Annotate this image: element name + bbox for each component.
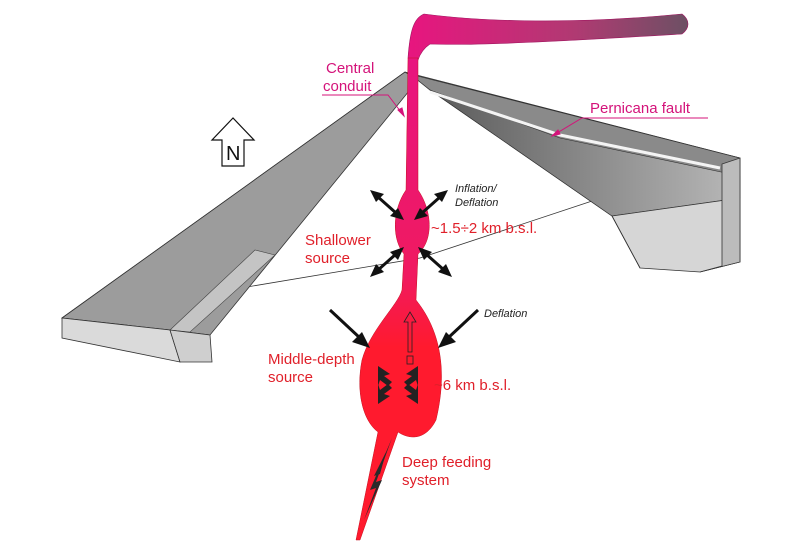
middle-source-label-line1: Middle-depth [268, 351, 355, 368]
middle-source-label-line2: source [268, 369, 313, 386]
pernicana-fault-label: Pernicana fault [590, 100, 691, 117]
double-headed-arrow-icon [370, 190, 404, 220]
shallow-depth-label: ~1.5÷2 km b.s.l. [431, 220, 537, 237]
left-flank-block [60, 71, 419, 363]
deep-feeding-label-line1: Deep feeding [402, 454, 491, 471]
deep-feeding-label-line2: system [402, 472, 450, 489]
north-label: N [226, 143, 240, 165]
shallower-source-label-line2: source [305, 250, 350, 267]
central-conduit-label-line1: Central [326, 60, 374, 77]
inner-compression-arrows [378, 366, 418, 404]
inward-arrow-icon [328, 308, 370, 348]
middle-depth-label: ~6 km b.s.l. [434, 377, 511, 394]
double-headed-arrow-icon [414, 190, 448, 220]
leader-lines [322, 94, 708, 137]
inflation-label-line1: Inflation/ [455, 183, 498, 195]
central-conduit-label-line2: conduit [323, 78, 372, 95]
double-headed-arrow-icon [370, 247, 404, 277]
central-conduit [355, 57, 442, 541]
shallower-source-label-line1: Shallower [305, 232, 371, 249]
right-flank-block [409, 73, 741, 273]
deflation-label: Deflation [484, 308, 527, 320]
north-arrow-icon: N [210, 117, 256, 167]
double-headed-arrow-icon [418, 247, 452, 277]
eruption-plume [407, 13, 689, 61]
deep-feeding-arrows [364, 438, 392, 520]
magma-ascent-arrow [403, 311, 417, 365]
inflation-label-line2: Deflation [455, 197, 498, 209]
inward-arrow-icon [438, 308, 480, 348]
